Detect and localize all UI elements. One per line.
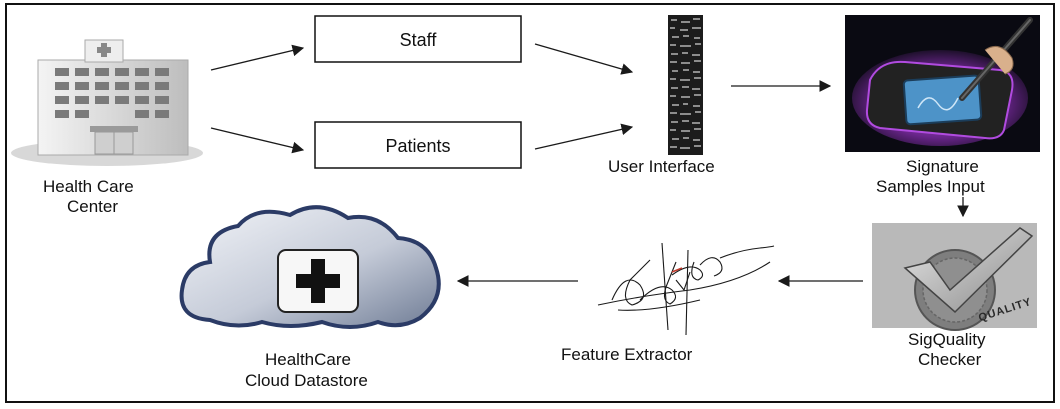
arrow-center-to-patients — [210, 127, 305, 154]
cloud-datastore-label-line1: HealthCare — [265, 350, 351, 369]
feature-extractor-label: Feature Extractor — [561, 345, 693, 364]
user-interface-panel-icon — [668, 15, 703, 155]
arrow-staff-to-ui — [534, 43, 634, 75]
hospital-building-icon — [11, 39, 203, 166]
staff-label: Staff — [400, 30, 438, 50]
diagram-border — [5, 3, 1055, 403]
health-care-center-label-line2: Center — [67, 197, 118, 216]
signature-input-label-line2: Samples Input — [876, 177, 985, 196]
patients-label: Patients — [385, 136, 450, 156]
sigquality-label-line2: Checker — [918, 350, 982, 369]
medical-cloud-icon — [179, 205, 441, 329]
user-interface-label: User Interface — [608, 157, 715, 176]
sigquality-label-line1: SigQuality — [908, 330, 986, 349]
staff-box — [314, 15, 522, 63]
signature-accent-mark — [671, 267, 683, 273]
quality-check-icon — [872, 223, 1037, 331]
signature-input-label-line1: Signature — [906, 157, 979, 176]
patients-box — [314, 121, 522, 169]
cloud-datastore-label-line2: Cloud Datastore — [245, 371, 368, 390]
health-care-center-label-line1: Health Care — [43, 177, 134, 196]
signature-scribble-icon — [597, 242, 775, 336]
arrow-center-to-staff — [210, 44, 305, 71]
arrow-patients-to-ui — [534, 123, 634, 150]
signature-pad-icon — [845, 15, 1040, 152]
